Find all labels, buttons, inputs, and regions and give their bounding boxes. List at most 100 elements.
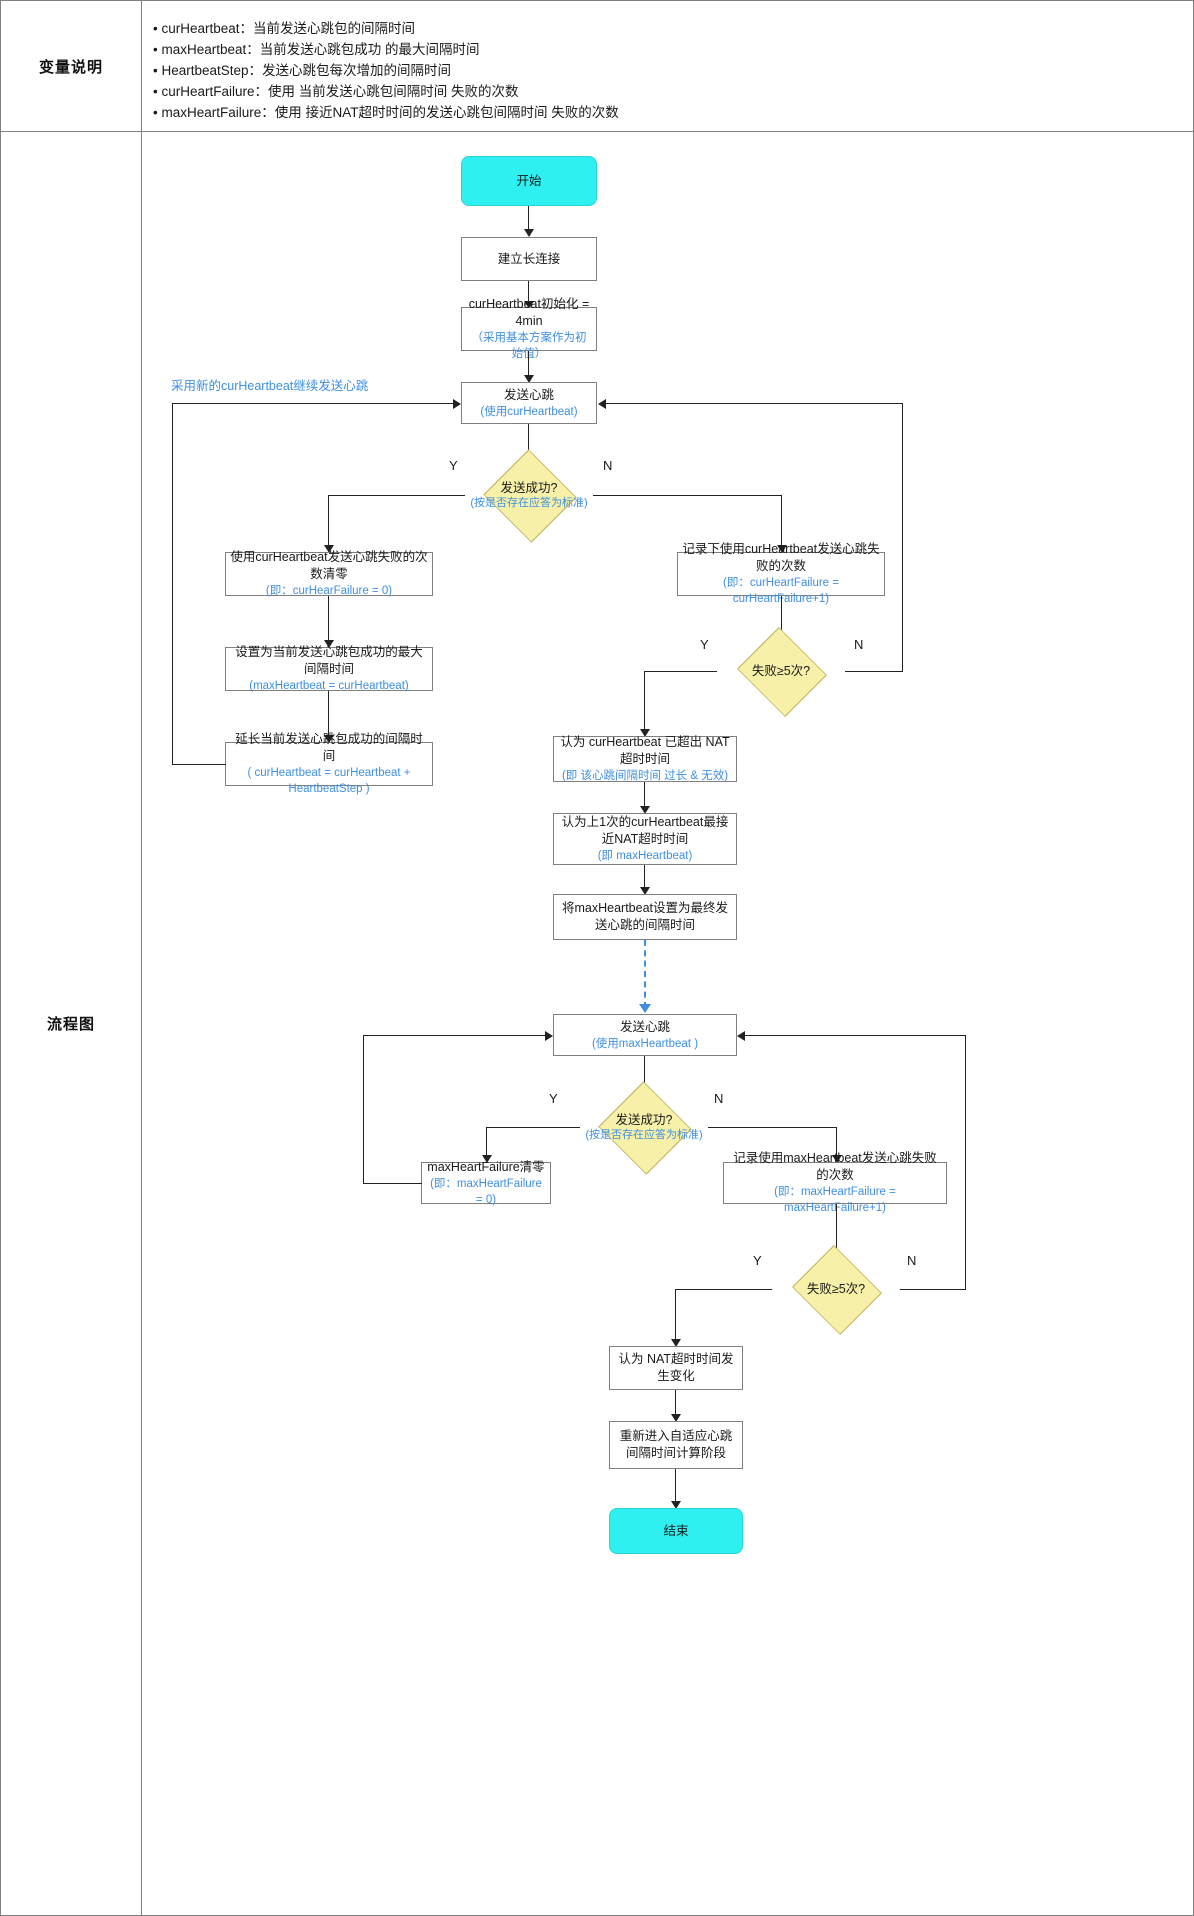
node-decide-failcount-1: 失败≥5次?: [715, 627, 847, 717]
edge-clear-to-setmax: [328, 596, 329, 644]
arrowhead: [671, 1339, 681, 1347]
node-decide-failcount-2: 失败≥5次?: [770, 1245, 902, 1335]
node-decide1-label: 发送成功?: [500, 481, 558, 495]
arrowhead: [545, 1031, 553, 1041]
node-init-curheartbeat: curHeartbeat初始化 = 4min （采用基本方案作为初始值）: [461, 297, 597, 360]
arrowhead: [324, 640, 334, 648]
edge-extend-loop-v: [172, 403, 173, 765]
edge-start-establish: [528, 206, 529, 233]
node-set-final-label: 将maxHeartbeat设置为最终发送心跳的间隔时间: [561, 901, 728, 932]
edge-decide4-no-top: [742, 1035, 966, 1036]
table-row-divider: [1, 131, 1193, 132]
edge-label-n-4: N: [907, 1253, 917, 1268]
edge-label-y-2: Y: [700, 637, 709, 652]
node-exceed-nat: 认为 curHeartbeat 已超出 NAT 超时时间 (即 该心跳间隔时间 …: [553, 735, 737, 782]
node-decide-send-success-2: 发送成功? (按是否存在应答为标准): [578, 1081, 710, 1175]
edge-decide4-no-v: [965, 1035, 966, 1290]
arrowhead: [640, 887, 650, 895]
table-column-divider: [141, 1, 142, 1915]
edge-natchanged-recalc: [675, 1390, 676, 1418]
node-exceed-nat-label: 认为 curHeartbeat 已超出 NAT 超时时间: [560, 735, 730, 766]
edge-last-to-setfinal: [644, 865, 645, 891]
node-record-max-failure-sublabel: (即：maxHeartFailure = maxHeartFailure+1): [774, 1186, 896, 1214]
node-clear-cur-failure-label: 使用curHeartbeat发送心跳失败的次数清零: [230, 550, 428, 581]
edge-label-n-3: N: [714, 1091, 724, 1106]
node-send2-label: 发送心跳: [619, 1019, 670, 1034]
arrowhead: [524, 229, 534, 237]
edge-decide3-yes-h: [486, 1127, 580, 1128]
variable-item: • curHeartFailure：使用 当前发送心跳包间隔时间 失败的次数: [153, 84, 519, 99]
edge-init-send1: [528, 351, 529, 379]
row-label-variables: 变量说明: [38, 58, 103, 76]
arrowhead: [524, 301, 534, 309]
edge-decide2-no-h: [845, 671, 903, 672]
arrowhead: [737, 1031, 745, 1041]
variable-item: • curHeartbeat：当前发送心跳包的间隔时间: [153, 21, 416, 36]
node-send1-sublabel: (使用curHeartbeat): [480, 405, 578, 418]
node-send-heartbeat-cur: 发送心跳 (使用curHeartbeat): [461, 382, 597, 424]
edge-decide3-no-v: [836, 1127, 837, 1159]
edge-decide2-no-top: [603, 403, 903, 404]
arrowhead: [324, 735, 334, 743]
edge-setmax-to-extend: [328, 691, 329, 739]
row-label-flowchart: 流程图: [46, 1015, 95, 1033]
node-record-cur-failure: 记录下使用curHeartbeat发送心跳失败的次数 (即：curHeartFa…: [677, 542, 885, 605]
edge-label-y-4: Y: [753, 1253, 762, 1268]
node-decide3-label: 发送成功?: [615, 1113, 673, 1127]
node-init-label: curHeartbeat初始化 = 4min: [468, 297, 590, 328]
arrowhead: [832, 1155, 842, 1163]
node-recalc-label: 重新进入自适应心跳间隔时间计算阶段: [619, 1429, 733, 1460]
node-establish-label: 建立长连接: [497, 251, 561, 266]
edge-record-to-decide2: [781, 596, 782, 644]
arrowhead: [671, 1414, 681, 1422]
edge-send1-decide1: [528, 424, 529, 466]
node-clear-max-failure-sublabel: (即：maxHeartFailure = 0): [430, 1177, 542, 1206]
edge-decide2-yes-v: [644, 671, 645, 733]
node-end: 结束: [609, 1508, 743, 1554]
variable-item: • HeartbeatStep：发送心跳包每次增加的间隔时间: [153, 63, 452, 78]
node-last-closest-label: 认为上1次的curHeartbeat最接近NAT超时时间: [561, 815, 729, 846]
edge-decide1-no: [593, 495, 781, 496]
edge-decide4-yes-v: [675, 1289, 676, 1343]
arrowhead: [524, 375, 534, 383]
edge-decide4-no-h: [900, 1289, 966, 1290]
node-record-cur-failure-label: 记录下使用curHeartbeat发送心跳失败的次数: [682, 542, 880, 573]
node-send1-label: 发送心跳: [503, 387, 554, 402]
node-clear-max-failure: maxHeartFailure清零 (即：maxHeartFailure = 0…: [421, 1160, 551, 1206]
node-decide4-label: 失败≥5次?: [806, 1282, 866, 1296]
edge-label-n-1: N: [603, 458, 613, 473]
node-nat-changed: 认为 NAT超时时间发生变化: [609, 1346, 743, 1390]
edge-recalc-end: [675, 1469, 676, 1505]
node-extend-label: 延长当前发送心跳包成功的间隔时间: [235, 732, 423, 763]
edge-decide3-no-h: [708, 1127, 836, 1128]
node-last-closest-nat: 认为上1次的curHeartbeat最接近NAT超时时间 (即 maxHeart…: [553, 813, 737, 865]
edge-recordmax-decide4: [836, 1204, 837, 1262]
arrowhead: [671, 1501, 681, 1509]
variable-description-list: • curHeartbeat：当前发送心跳包的间隔时间 • maxHeartbe…: [153, 18, 1173, 123]
edge-establish-init: [528, 281, 529, 305]
node-extend-sublabel: ( curHeartbeat = curHeartbeat + Heartbea…: [247, 767, 411, 795]
edge-label-n-2: N: [854, 637, 864, 652]
arrowhead: [598, 399, 606, 409]
edge-decide1-yes-down: [328, 495, 329, 549]
node-establish-connection: 建立长连接: [461, 237, 597, 281]
diamond-text: 失败≥5次?: [715, 647, 847, 695]
variable-item: • maxHeartFailure：使用 接近NAT超时时间的发送心跳包间隔时间…: [153, 105, 619, 120]
node-end-label: 结束: [663, 1523, 689, 1538]
node-clear-cur-failure-sublabel: (即：curHearFailure = 0): [265, 585, 393, 597]
edge-extend-loop-h: [172, 764, 226, 765]
edge-extend-loop-top: [172, 403, 457, 404]
diamond-text: 发送成功? (按是否存在应答为标准): [463, 469, 595, 521]
node-exceed-nat-sublabel: (即 该心跳间隔时间 过长 & 无效): [561, 770, 729, 782]
edge-clearmax-loop-v: [363, 1035, 364, 1184]
edge-decide2-yes-h: [644, 671, 717, 672]
edge-dashed-to-send2: [644, 940, 646, 1008]
node-last-closest-sublabel: (即 maxHeartbeat): [597, 850, 693, 862]
node-recalculate-stage: 重新进入自适应心跳间隔时间计算阶段: [609, 1421, 743, 1469]
variable-item: • maxHeartbeat：当前发送心跳包成功 的最大间隔时间: [153, 42, 480, 57]
edge-decide2-no-v: [902, 403, 903, 672]
edge-label-y-1: Y: [449, 458, 458, 473]
node-start-label: 开始: [516, 173, 542, 188]
node-decide1-sublabel: (按是否存在应答为标准): [470, 497, 588, 509]
